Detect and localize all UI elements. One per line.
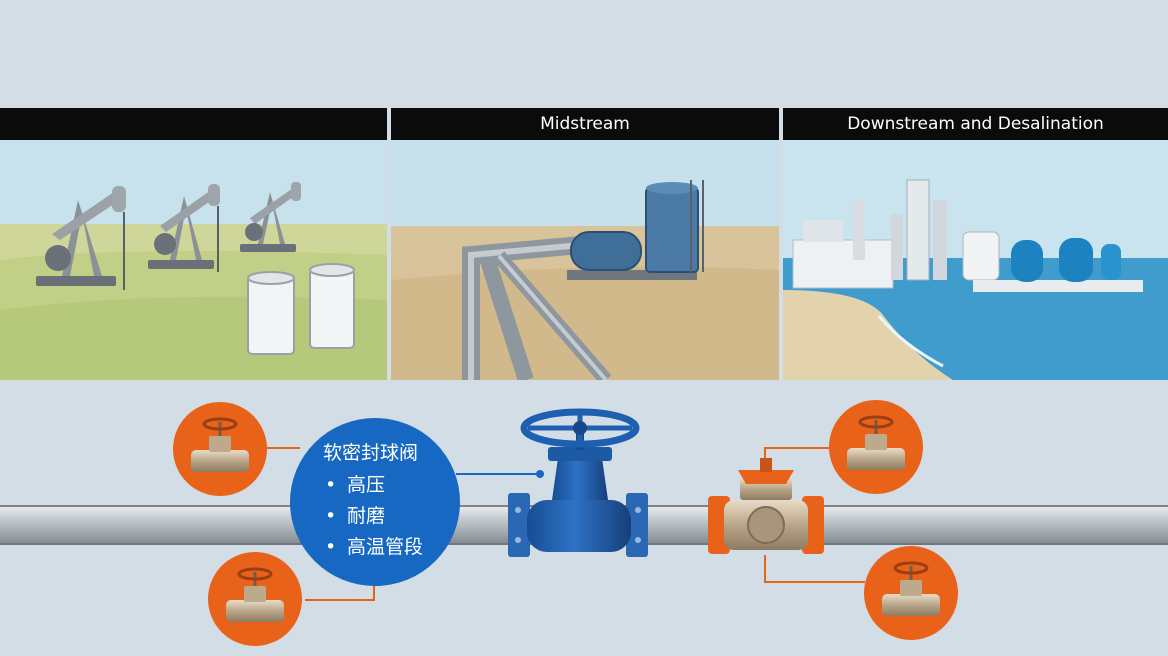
bronze-valve-badge: [829, 400, 923, 494]
refinery-icon: [792, 179, 1000, 289]
ball-valve-icon: [708, 458, 824, 554]
bronze-valve-icon: [191, 417, 249, 472]
valve-spec-callout: 软密封球阀 高压 耐磨 高温管段: [290, 418, 460, 586]
gate-valve-icon: [508, 408, 648, 557]
pumpjack-icon: [36, 186, 126, 290]
bronze-valve-badge: [864, 546, 958, 640]
pipeline-icon: [462, 236, 612, 380]
connector-line: [764, 555, 865, 583]
panel-downstream: [783, 140, 1168, 380]
bronze-valve-icon: [882, 561, 940, 616]
pumpjack-icon: [240, 182, 301, 252]
storage-tank-icon: [567, 180, 704, 280]
panel-header-upstream: [0, 108, 387, 140]
callout-feature-item: 耐磨: [323, 501, 460, 532]
bronze-valve-badge: [208, 552, 302, 646]
panel-oil-field: [0, 140, 387, 380]
callout-feature-item: 高压: [323, 470, 460, 501]
bronze-valve-badge: [173, 402, 267, 496]
pumpjack-icon: [148, 184, 220, 272]
callout-title: 软密封球阀: [323, 442, 419, 464]
storage-tank-icon: [247, 263, 355, 355]
desalination-tank-icon: [973, 238, 1143, 292]
panel-header-midstream: Midstream: [391, 108, 779, 140]
panel-header-downstream: Downstream and Desalination: [783, 108, 1168, 140]
callout-feature-list: 高压 耐磨 高温管段: [323, 470, 460, 563]
bronze-valve-icon: [226, 567, 284, 622]
bronze-valve-icon: [847, 415, 905, 470]
panel-midstream: [391, 140, 779, 380]
callout-feature-item: 高温管段: [323, 532, 460, 563]
